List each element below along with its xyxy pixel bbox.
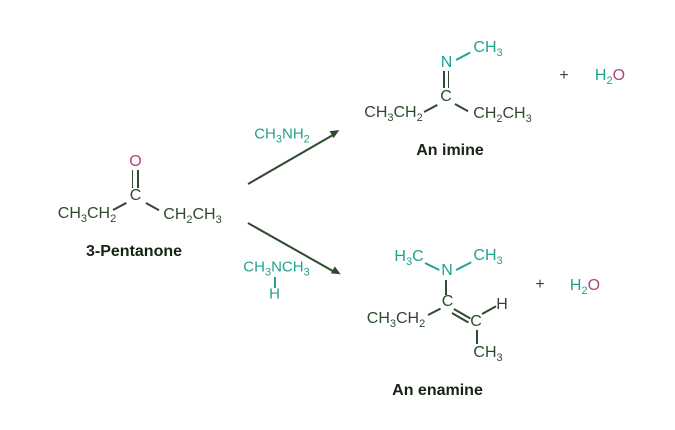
imine-double-bond-line-1 bbox=[443, 71, 445, 88]
enamine-water-formula: H2O bbox=[569, 276, 601, 297]
enamine-left-chain: CH3CH2 bbox=[366, 310, 426, 331]
enamine-nitrogen: N bbox=[441, 261, 453, 279]
imine-nitrogen: N bbox=[440, 53, 453, 71]
enamine-vinyl-h-bond bbox=[481, 305, 496, 315]
reactant-label: 3-Pentanone bbox=[85, 242, 183, 260]
enamine-vinyl-methyl-bond bbox=[476, 330, 479, 344]
imine-right-bond bbox=[454, 103, 469, 112]
enamine-n-methyl-left-bond bbox=[424, 262, 440, 271]
reactant-right-chain: CH2CH3 bbox=[163, 206, 222, 227]
carbonyl-double-bond-line-1 bbox=[131, 170, 134, 188]
imine-n-methyl-bond bbox=[455, 51, 471, 61]
imine-n-methyl: CH3 bbox=[473, 39, 503, 60]
imine-left-bond bbox=[423, 103, 438, 113]
reactant-oxygen-atom: O bbox=[129, 152, 142, 170]
enamine-n-methyl-left: H3C bbox=[394, 248, 424, 269]
enamine-plus-sign: + bbox=[535, 276, 545, 293]
top-reagent-formula: CH3NH2 bbox=[254, 125, 310, 146]
enamine-carbon-1: C bbox=[441, 293, 454, 310]
enamine-vinyl-methyl: CH3 bbox=[473, 343, 503, 364]
enamine-n-methyl-right: CH3 bbox=[473, 247, 503, 268]
reactant-carbonyl-carbon: C bbox=[129, 187, 142, 204]
carbonyl-double-bond-line-2 bbox=[136, 170, 139, 188]
imine-water-o: O bbox=[612, 67, 626, 84]
enamine-nc-bond bbox=[445, 279, 448, 295]
imine-label: An imine bbox=[416, 142, 484, 159]
imine-plus-sign: + bbox=[559, 67, 569, 84]
imine-left-chain: CH3CH2 bbox=[364, 103, 423, 124]
enamine-water-h: H2 bbox=[569, 276, 588, 297]
reactant-right-bond bbox=[145, 202, 160, 211]
imine-carbon: C bbox=[440, 88, 452, 105]
enamine-left-bond bbox=[427, 307, 441, 316]
imine-water-h: H2 bbox=[594, 67, 613, 88]
enamine-n-methyl-right-bond bbox=[455, 261, 472, 271]
enamine-vinyl-hydrogen: H bbox=[496, 296, 508, 313]
imine-double-bond-line-2 bbox=[447, 71, 450, 88]
imine-water-formula: H2O bbox=[594, 67, 626, 88]
bottom-reagent-formula: CH3NCH3 bbox=[243, 258, 310, 278]
bottom-reagent-hydrogen: H bbox=[269, 285, 280, 302]
enamine-water-o: O bbox=[587, 276, 601, 294]
bottom-reagent-nh-bond bbox=[273, 277, 276, 288]
enamine-carbon-2: C bbox=[470, 312, 482, 330]
enamine-label: An enamine bbox=[392, 382, 483, 399]
imine-right-chain: CH2CH3 bbox=[473, 105, 532, 126]
reactant-left-chain: CH3CH2 bbox=[57, 205, 117, 226]
